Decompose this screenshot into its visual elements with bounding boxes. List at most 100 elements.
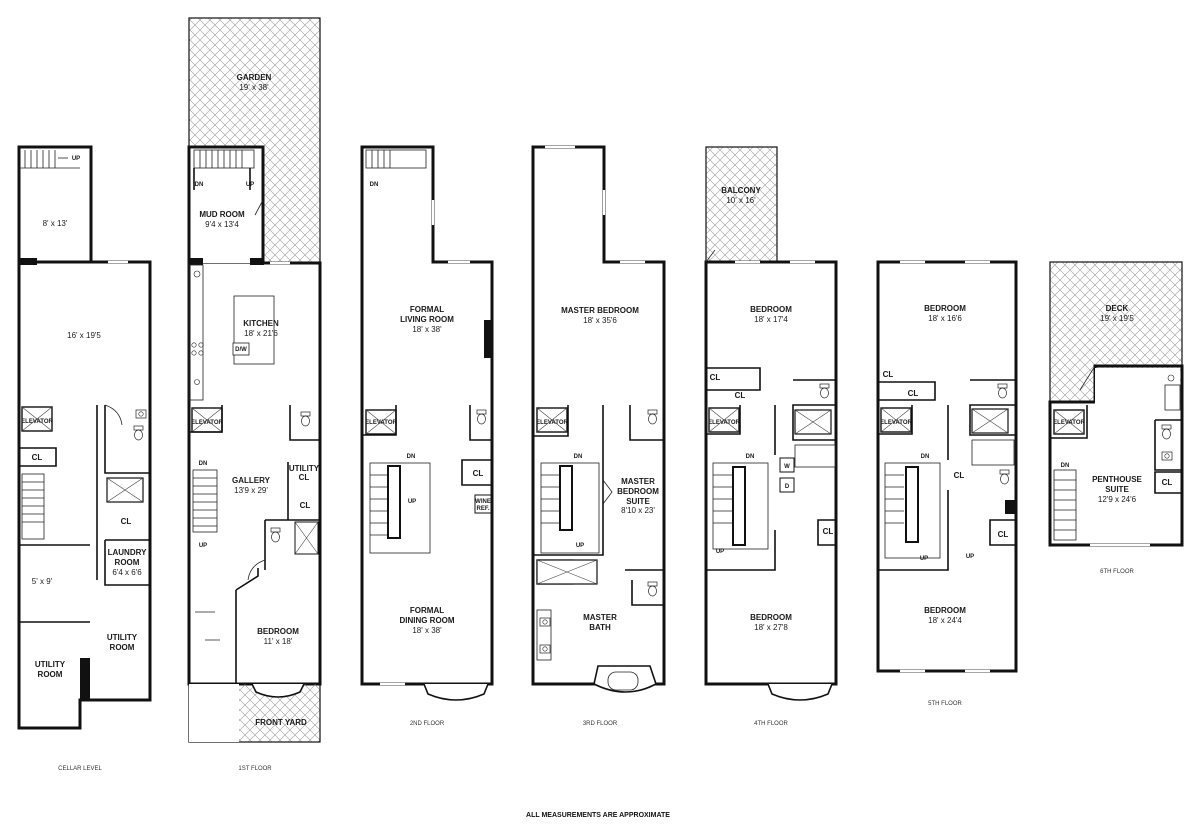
floor-3rd: MASTER BEDROOM 18' x 35'6 ELEVATOR DN UP…: [531, 145, 666, 727]
svg-text:UP: UP: [72, 156, 80, 162]
svg-text:UP: UP: [716, 549, 724, 555]
svg-text:KITCHEN: KITCHEN: [243, 319, 279, 328]
svg-text:UP: UP: [246, 182, 254, 188]
floor-6th: DECK 19' x 19'5 ELEVATOR DN CL PENTHOUSE…: [1048, 261, 1184, 575]
svg-text:UTILITY: UTILITY: [289, 464, 320, 473]
svg-text:UTILITY: UTILITY: [107, 633, 138, 642]
svg-text:ROOM: ROOM: [110, 643, 135, 652]
floor-label: 3RD FLOOR: [583, 721, 618, 727]
svg-text:CL: CL: [883, 370, 894, 379]
svg-text:UP: UP: [199, 543, 207, 549]
svg-text:PENTHOUSE: PENTHOUSE: [1092, 475, 1142, 484]
svg-text:SUITE: SUITE: [1105, 485, 1129, 494]
svg-text:8'10 x 23': 8'10 x 23': [621, 506, 655, 515]
svg-text:UP: UP: [966, 554, 974, 560]
svg-text:DECK: DECK: [1106, 304, 1129, 313]
svg-text:UP: UP: [576, 543, 584, 549]
svg-text:8' x 13': 8' x 13': [43, 219, 68, 228]
svg-text:18' x 38': 18' x 38': [412, 325, 442, 334]
floor-2nd: DN FORMAL LIVING ROOM 18' x 38' ELEVATOR…: [360, 145, 494, 727]
floor-4th: BALCONY 10' x 16' BEDROOM 18' x 17'4 CL …: [704, 146, 838, 727]
svg-text:DINING ROOM: DINING ROOM: [399, 616, 454, 625]
svg-text:CL: CL: [710, 373, 721, 382]
floor-label: 4TH FLOOR: [754, 721, 788, 727]
svg-text:MASTER: MASTER: [621, 477, 655, 486]
svg-text:18' x 38': 18' x 38': [412, 626, 442, 635]
svg-text:DN: DN: [407, 454, 416, 460]
svg-text:9'4 x 13'4: 9'4 x 13'4: [205, 220, 239, 229]
svg-text:18' x 21'6: 18' x 21'6: [244, 329, 278, 338]
svg-text:ELEVATOR: ELEVATOR: [365, 420, 397, 426]
svg-text:ELEVATOR: ELEVATOR: [191, 420, 223, 426]
svg-text:BEDROOM: BEDROOM: [750, 305, 792, 314]
svg-text:DN: DN: [195, 182, 204, 188]
svg-text:CL: CL: [998, 530, 1009, 539]
svg-text:BEDROOM: BEDROOM: [257, 627, 299, 636]
svg-text:GALLERY: GALLERY: [232, 476, 271, 485]
svg-text:BEDROOM: BEDROOM: [617, 487, 659, 496]
svg-text:SUITE: SUITE: [626, 497, 650, 506]
svg-text:LAUNDRY: LAUNDRY: [108, 548, 147, 557]
svg-text:CL: CL: [300, 501, 311, 510]
svg-text:19' x 19'5: 19' x 19'5: [1100, 314, 1134, 323]
svg-text:CL: CL: [32, 453, 43, 462]
svg-text:BEDROOM: BEDROOM: [924, 606, 966, 615]
svg-text:DN: DN: [370, 182, 379, 188]
svg-text:CL: CL: [908, 389, 919, 398]
svg-text:ELEVATOR: ELEVATOR: [536, 420, 568, 426]
svg-text:D: D: [785, 484, 790, 490]
svg-text:ROOM: ROOM: [38, 670, 63, 679]
svg-text:W: W: [784, 464, 790, 470]
floor-cellar: UP ELEVATOR CL CL LAUNDRY ROOM 6'4 x 6'6…: [17, 145, 152, 772]
svg-text:FRONT YARD: FRONT YARD: [255, 718, 307, 727]
svg-text:CL: CL: [823, 527, 834, 536]
svg-text:16' x 19'5: 16' x 19'5: [67, 331, 101, 340]
svg-text:FORMAL: FORMAL: [410, 606, 444, 615]
svg-text:WINE: WINE: [475, 499, 491, 505]
svg-text:ELEVATOR: ELEVATOR: [708, 420, 740, 426]
svg-text:CL: CL: [473, 469, 484, 478]
floor-label: 5TH FLOOR: [928, 701, 962, 707]
svg-text:10' x 16': 10' x 16': [726, 196, 756, 205]
svg-text:BATH: BATH: [589, 623, 611, 632]
svg-text:BEDROOM: BEDROOM: [924, 304, 966, 313]
floor-5th: BEDROOM 18' x 16'6 CL CL ELEVATOR DN UP …: [876, 260, 1018, 707]
svg-text:FORMAL: FORMAL: [410, 305, 444, 314]
svg-text:REF.: REF.: [476, 506, 489, 512]
svg-text:18' x 24'4: 18' x 24'4: [928, 616, 962, 625]
measurement-note: ALL MEASUREMENTS ARE APPROXIMATE: [526, 812, 670, 819]
svg-text:DN: DN: [746, 454, 755, 460]
svg-text:UP: UP: [920, 556, 928, 562]
svg-text:CL: CL: [954, 471, 965, 480]
svg-text:ELEVATOR: ELEVATOR: [880, 420, 912, 426]
svg-text:LIVING ROOM: LIVING ROOM: [400, 315, 454, 324]
svg-text:BEDROOM: BEDROOM: [750, 613, 792, 622]
svg-text:CL: CL: [1162, 478, 1173, 487]
svg-text:18' x 35'6: 18' x 35'6: [583, 316, 617, 325]
svg-text:MASTER BEDROOM: MASTER BEDROOM: [561, 306, 639, 315]
svg-text:CL: CL: [299, 473, 310, 482]
svg-text:CL: CL: [735, 391, 746, 400]
floor-label: CELLAR LEVEL: [58, 766, 102, 772]
svg-text:DN: DN: [574, 454, 583, 460]
svg-text:11' x 18': 11' x 18': [264, 637, 293, 646]
svg-text:MASTER: MASTER: [583, 613, 617, 622]
svg-text:6'4 x 6'6: 6'4 x 6'6: [112, 568, 142, 577]
svg-text:13'9 x 29': 13'9 x 29': [234, 486, 268, 495]
floor-1st: DN UP MUD ROOM 9'4 x 13'4 GARDEN 19' x 3…: [187, 17, 322, 772]
svg-text:18' x 16'6: 18' x 16'6: [928, 314, 962, 323]
svg-text:ROOM: ROOM: [115, 558, 140, 567]
svg-text:ELEVATOR: ELEVATOR: [1053, 420, 1085, 426]
svg-text:MUD ROOM: MUD ROOM: [199, 210, 245, 219]
svg-text:DN: DN: [921, 454, 930, 460]
svg-text:D/W: D/W: [235, 347, 247, 353]
floor-label: 6TH FLOOR: [1100, 569, 1134, 575]
svg-text:ELEVATOR: ELEVATOR: [21, 419, 53, 425]
svg-text:18' x 27'8: 18' x 27'8: [754, 623, 788, 632]
floor-label: 2ND FLOOR: [410, 721, 445, 727]
svg-text:UTILITY: UTILITY: [35, 660, 66, 669]
floor-label: 1ST FLOOR: [238, 766, 272, 772]
svg-text:DN: DN: [199, 461, 208, 467]
svg-text:UP: UP: [408, 499, 416, 505]
